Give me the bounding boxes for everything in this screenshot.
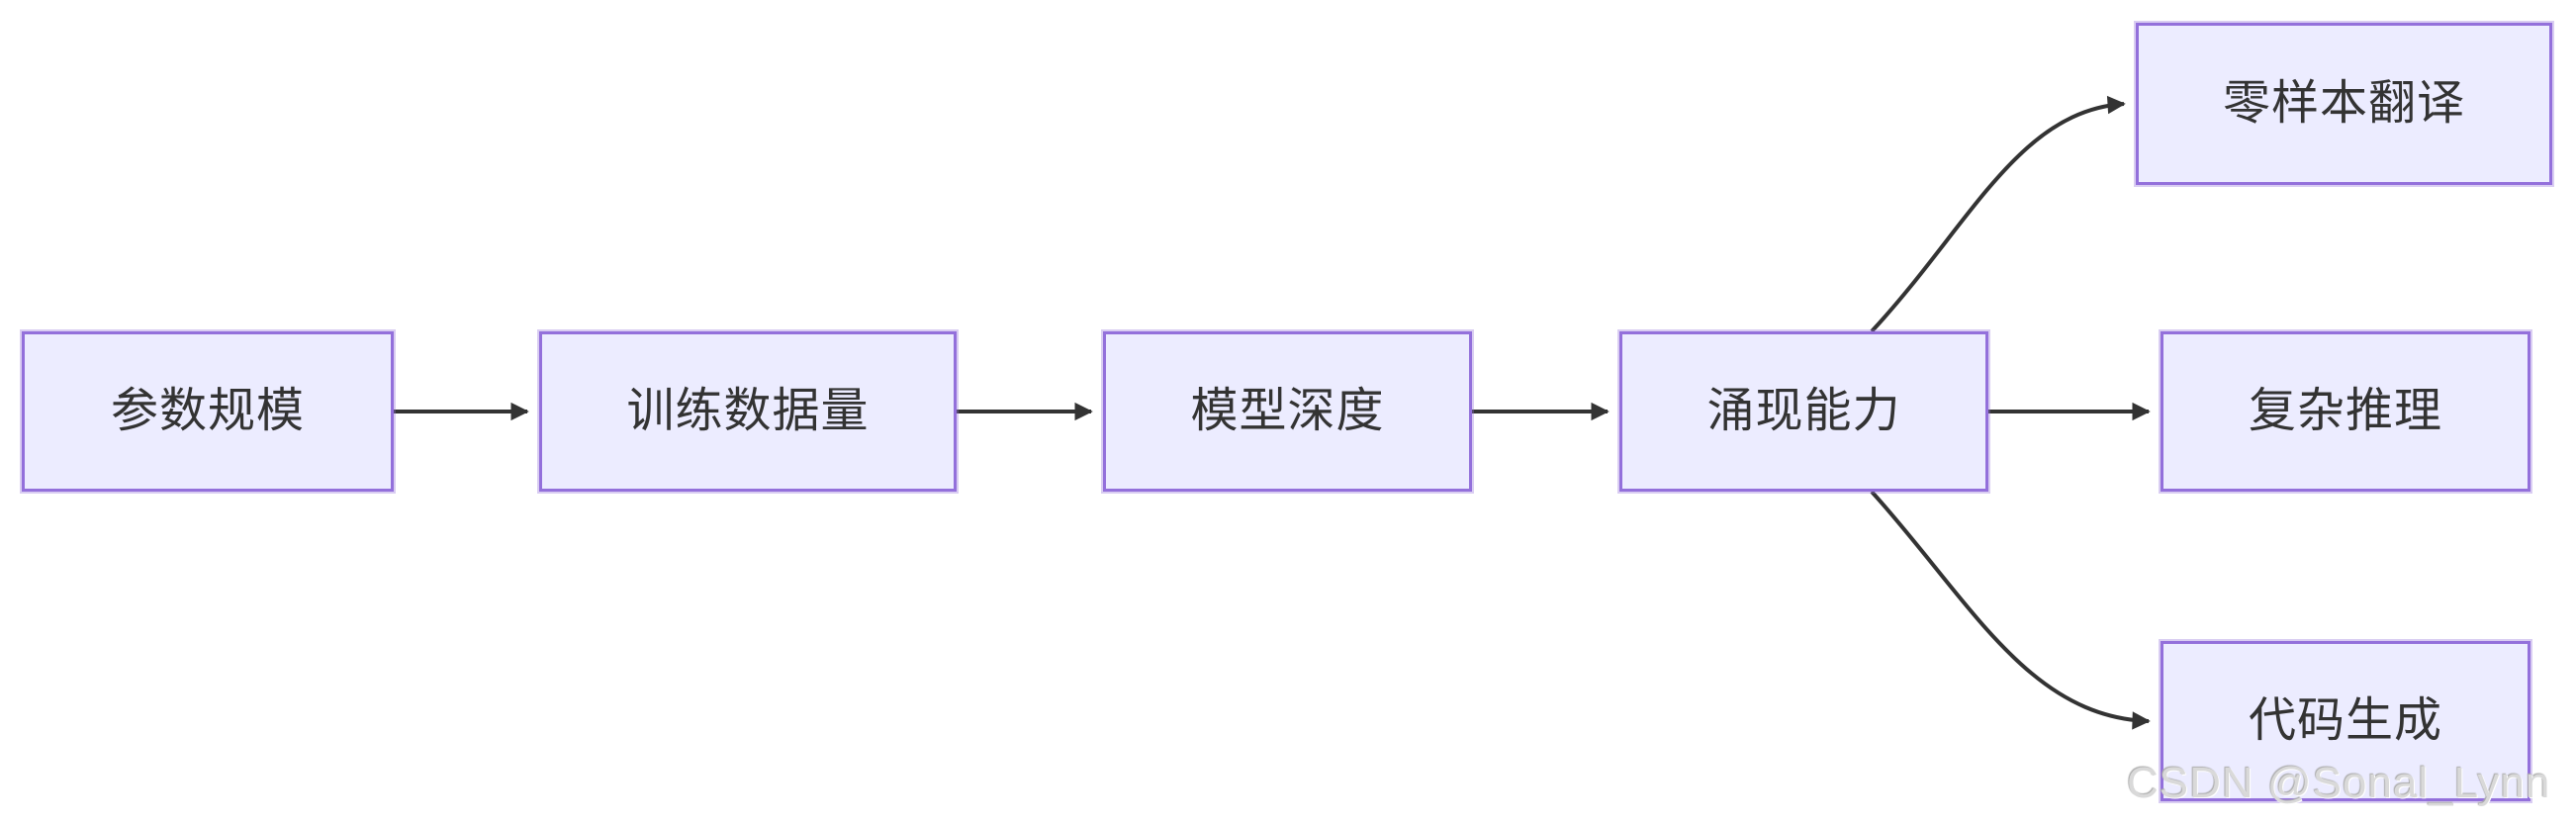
csdn-watermark: CSDN @Sonal_Lynn — [2127, 759, 2551, 807]
node-complex-reasoning: 复杂推理 — [2161, 331, 2530, 492]
node-code-generation: 代码生成 — [2161, 641, 2530, 801]
node-code-generation-label: 代码生成 — [2248, 694, 2442, 747]
node-model-depth-label: 模型深度 — [1190, 385, 1385, 437]
node-parameter-scale: 参数规模 — [22, 331, 394, 492]
node-emergent-capability: 涌现能力 — [1619, 331, 1988, 492]
edge-emergent-capability-to-code-generation — [1870, 490, 2151, 730]
edge-emergent-capability-to-zero-shot-translation — [1870, 95, 2126, 333]
node-model-depth: 模型深度 — [1103, 331, 1472, 492]
node-training-data-volume-label: 训练数据量 — [626, 385, 870, 437]
node-zero-shot-translation-label: 零样本翻译 — [2222, 77, 2465, 130]
node-training-data-volume: 训练数据量 — [539, 331, 957, 492]
node-zero-shot-translation: 零样本翻译 — [2136, 23, 2552, 185]
node-emergent-capability-label: 涌现能力 — [1706, 385, 1901, 437]
node-complex-reasoning-label: 复杂推理 — [2248, 385, 2442, 437]
node-parameter-scale-label: 参数规模 — [110, 385, 305, 437]
